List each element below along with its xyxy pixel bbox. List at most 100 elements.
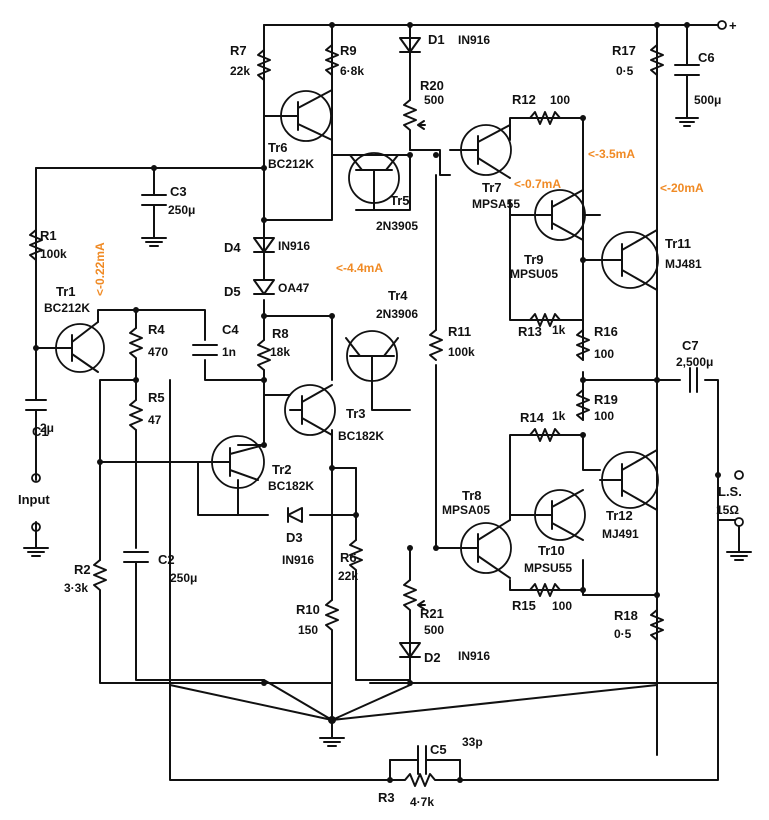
label-r17: R17 bbox=[612, 43, 636, 58]
input-terminal-icon bbox=[31, 473, 41, 483]
resistor-r21 bbox=[403, 579, 417, 631]
label-d2: D2 bbox=[424, 650, 441, 665]
label-tr5: Tr5 bbox=[390, 193, 410, 208]
label-c6: C6 bbox=[698, 50, 715, 65]
transistor-tr11 bbox=[599, 229, 659, 291]
value-tr11: MJ481 bbox=[665, 257, 702, 271]
label-r5: R5 bbox=[148, 390, 165, 405]
label-c2: C2 bbox=[158, 552, 175, 567]
label-r14: R14 bbox=[520, 410, 545, 425]
label-r9: R9 bbox=[340, 43, 357, 58]
resistor-r17 bbox=[650, 44, 664, 76]
resistors bbox=[29, 44, 664, 787]
resistor-r3 bbox=[389, 773, 461, 787]
value-r5: 47 bbox=[148, 413, 162, 427]
value-r15: 100 bbox=[552, 599, 572, 613]
label-c7: C7 bbox=[682, 338, 699, 353]
resistor-r5 bbox=[129, 399, 143, 431]
label-tr12: Tr12 bbox=[606, 508, 633, 523]
label-r11: R11 bbox=[448, 324, 471, 339]
label-c5: C5 bbox=[430, 742, 447, 757]
resistor-r20 bbox=[403, 99, 417, 151]
label-tr11: Tr11 bbox=[665, 236, 691, 251]
ground-icon bbox=[726, 551, 752, 561]
capacitor-c1 bbox=[25, 399, 47, 423]
label-d3: D3 bbox=[286, 530, 303, 545]
value-c3: 250μ bbox=[168, 203, 195, 217]
value-c2: 250μ bbox=[170, 571, 197, 585]
value-d4: IN916 bbox=[278, 239, 310, 253]
transistor-tr3 bbox=[284, 384, 336, 436]
value-r8: 18k bbox=[270, 345, 290, 359]
label-r6: R6 bbox=[340, 550, 357, 565]
label-r3: R3 bbox=[378, 790, 395, 805]
label-r21: R21 bbox=[420, 606, 444, 621]
value-r18: 0·5 bbox=[614, 627, 632, 641]
resistor-r16 bbox=[576, 329, 590, 361]
speaker-label: L.S. bbox=[718, 484, 742, 499]
ground-icon bbox=[141, 237, 167, 247]
resistor-r18 bbox=[650, 609, 664, 641]
label-tr7: Tr7 bbox=[482, 180, 502, 195]
value-r2: 3·3k bbox=[64, 581, 88, 595]
label-r15: R15 bbox=[512, 598, 536, 613]
label-c1: C1 bbox=[32, 424, 49, 439]
annotation-tr11-current: <-20mA bbox=[660, 181, 704, 195]
value-c5: 33p bbox=[462, 735, 483, 749]
label-tr6: Tr6 bbox=[268, 140, 288, 155]
label-tr4: Tr4 bbox=[388, 288, 408, 303]
value-tr2: BC182K bbox=[268, 479, 314, 493]
junctions bbox=[33, 22, 721, 783]
value-r7: 22k bbox=[230, 64, 250, 78]
value-c1: 2μ bbox=[40, 421, 54, 435]
capacitor-c2 bbox=[123, 551, 149, 571]
capacitor-c5 bbox=[389, 745, 461, 775]
label-d4: D4 bbox=[224, 240, 241, 255]
value-r1: 100k bbox=[40, 247, 67, 261]
ground-icon bbox=[675, 117, 699, 127]
label-c4: C4 bbox=[222, 322, 239, 337]
resistor-r10 bbox=[325, 599, 339, 641]
label-r12: R12 bbox=[512, 92, 536, 107]
input-ground-terminal-icon bbox=[31, 522, 41, 532]
resistor-r6 bbox=[349, 539, 363, 581]
value-r16: 100 bbox=[594, 347, 614, 361]
resistor-r8 bbox=[257, 339, 271, 371]
capacitor-c6 bbox=[674, 49, 700, 91]
diodes bbox=[253, 37, 421, 658]
value-r12: 100 bbox=[550, 93, 570, 107]
resistor-r9 bbox=[325, 44, 339, 76]
transistor-tr6 bbox=[263, 89, 333, 142]
label-r18: R18 bbox=[614, 608, 638, 623]
diode-d5 bbox=[253, 279, 275, 295]
resistor-r11 bbox=[429, 329, 443, 361]
value-r20: 500 bbox=[424, 93, 444, 107]
value-d5: OA47 bbox=[278, 281, 310, 295]
label-tr9: Tr9 bbox=[524, 252, 544, 267]
value-r13: 1k bbox=[552, 323, 566, 337]
value-r9: 6·8k bbox=[340, 64, 364, 78]
value-r21: 500 bbox=[424, 623, 444, 637]
label-d1: D1 bbox=[428, 32, 445, 47]
value-tr12: MJ491 bbox=[602, 527, 639, 541]
supply-terminal-icon bbox=[717, 20, 727, 30]
diode-d3 bbox=[287, 507, 303, 523]
value-r14: 1k bbox=[552, 409, 566, 423]
transistor-tr1 bbox=[55, 321, 105, 373]
value-tr1: BC212K bbox=[44, 301, 90, 315]
capacitors bbox=[25, 49, 700, 775]
value-d1: IN916 bbox=[458, 33, 490, 47]
label-r2: R2 bbox=[74, 562, 91, 577]
value-r3: 4·7k bbox=[410, 795, 434, 809]
transistor-tr2 bbox=[197, 435, 265, 489]
transistor-tr5 bbox=[348, 152, 400, 211]
terminals bbox=[31, 20, 744, 553]
label-r10: R10 bbox=[296, 602, 320, 617]
ground-icon bbox=[23, 547, 49, 557]
resistor-r4 bbox=[129, 327, 143, 371]
value-tr4: 2N3906 bbox=[376, 307, 418, 321]
value-r19: 100 bbox=[594, 409, 614, 423]
diode-d2 bbox=[399, 642, 421, 658]
speaker-ground-terminal-icon bbox=[734, 517, 744, 527]
resistor-r7 bbox=[257, 49, 271, 81]
